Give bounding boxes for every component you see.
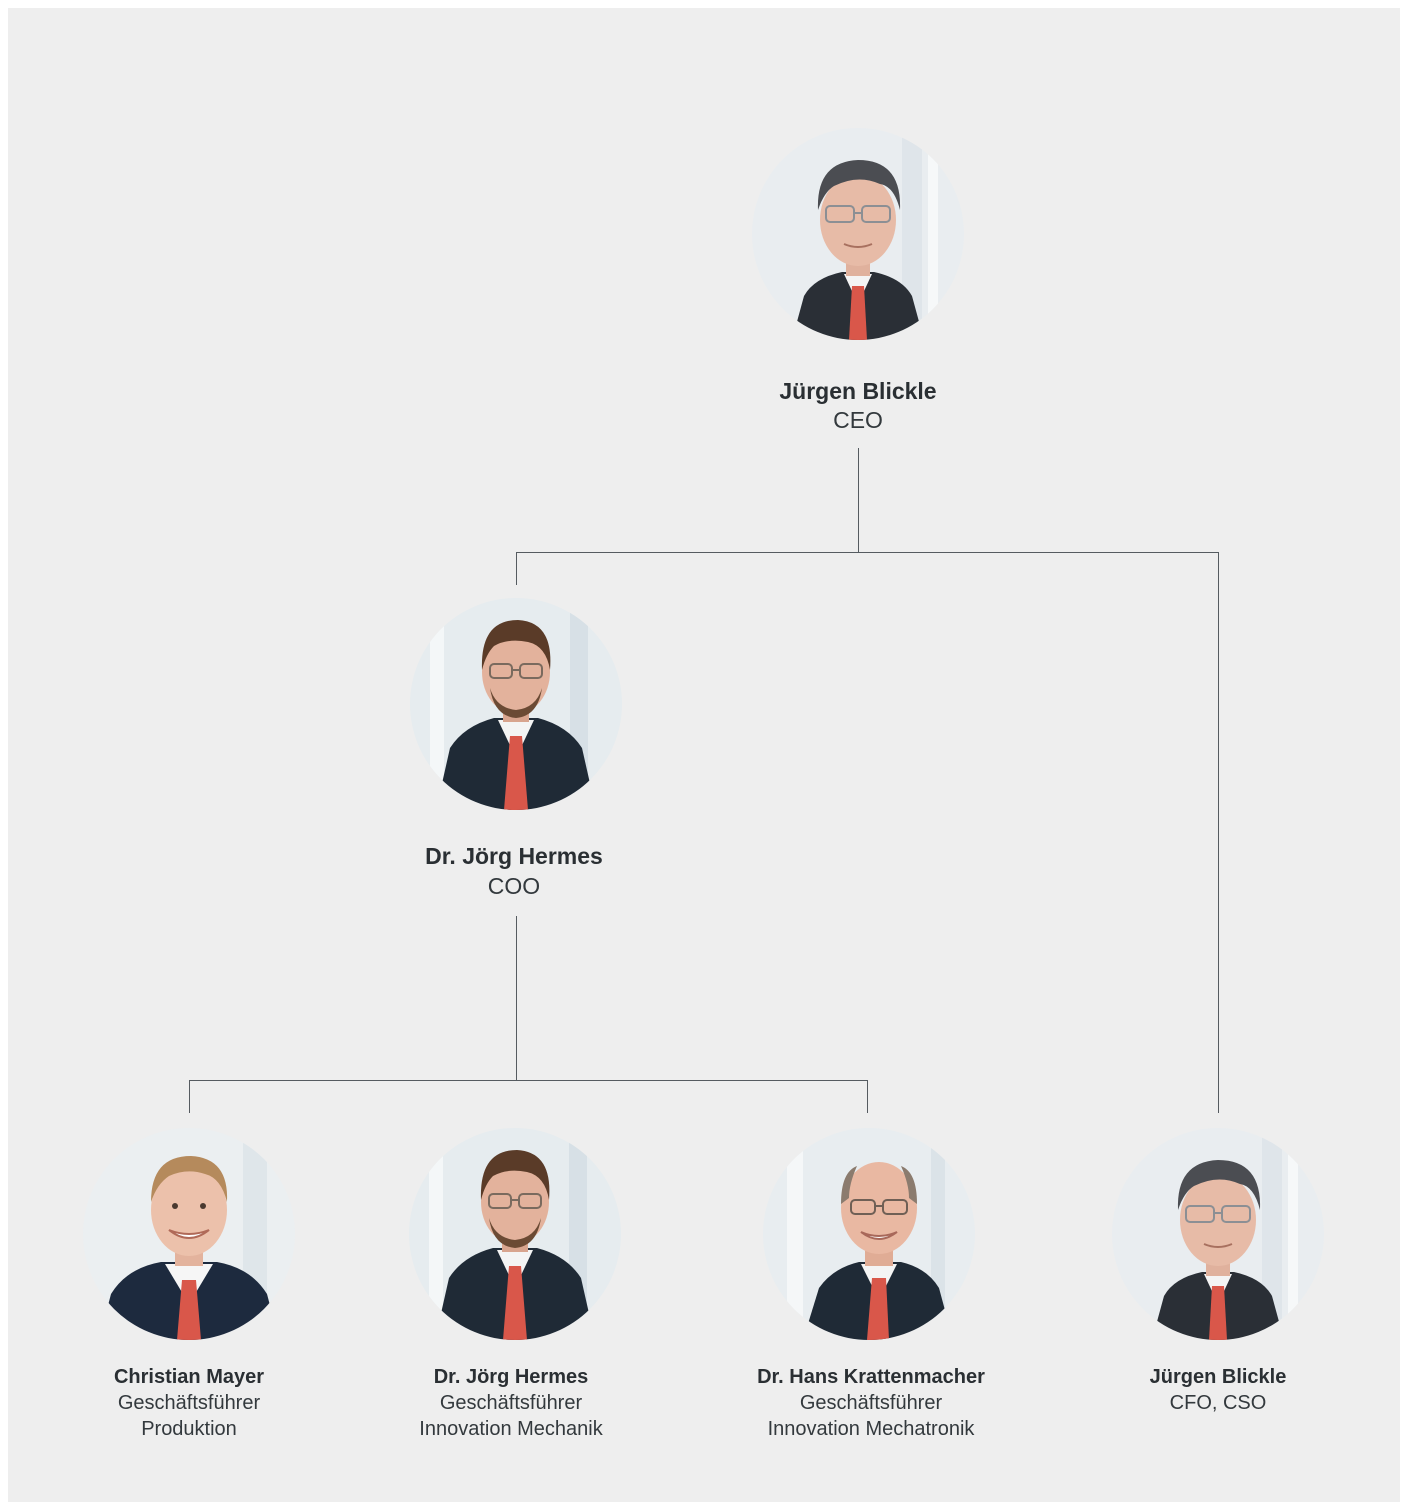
person-role: Geschäftsführer [117, 1392, 261, 1414]
portrait-older-man-glasses-icon [1112, 1128, 1324, 1340]
person-role: Innovation Mechatronik [767, 1418, 975, 1440]
person-name: Dr. Hans Krattenmacher [757, 1366, 985, 1388]
connector-ceo-branch [516, 552, 1219, 553]
person-produktion: Christian Mayer Geschäftsführer Produkti… [39, 1128, 339, 1448]
connector-to-produktion [189, 1080, 190, 1113]
person-mechatronik: Dr. Hans Krattenmacher Geschäftsführer I… [721, 1128, 1021, 1448]
person-ceo: Jürgen Blickle CEO [708, 128, 1008, 433]
org-chart-canvas: Jürgen Blickle CEO Dr. Jörg Hermes CO [8, 8, 1400, 1502]
portrait-bearded-man-glasses-icon [410, 598, 622, 810]
person-role: COO [487, 873, 541, 899]
connector-coo-branch [189, 1080, 868, 1081]
person-name: Jürgen Blickle [779, 378, 937, 404]
person-role: Produktion [141, 1418, 237, 1440]
person-role: Geschäftsführer [799, 1392, 943, 1414]
person-name: Dr. Jörg Hermes [425, 843, 603, 869]
person-cfo: Jürgen Blickle CFO, CSO [1068, 1128, 1368, 1448]
person-mechanik: Dr. Jörg Hermes Geschäftsführer Innovati… [361, 1128, 661, 1448]
connector-coo-down [516, 916, 517, 1080]
portrait-bald-man-glasses-icon [763, 1128, 975, 1340]
person-role: CEO [833, 407, 883, 433]
person-role: Innovation Mechanik [419, 1418, 603, 1440]
portrait-smiling-man-icon [83, 1128, 295, 1340]
person-name: Jürgen Blickle [1149, 1366, 1287, 1388]
person-coo: Dr. Jörg Hermes COO [364, 598, 664, 899]
connector-ceo-down [858, 448, 859, 552]
person-name: Christian Mayer [113, 1366, 265, 1388]
person-name: Dr. Jörg Hermes [433, 1366, 589, 1388]
person-role: CFO, CSO [1169, 1392, 1267, 1414]
connector-to-coo [516, 552, 517, 585]
connector-to-cfo [1218, 552, 1219, 1113]
portrait-older-man-glasses-icon [752, 128, 964, 340]
connector-to-mechatronik [867, 1080, 868, 1113]
person-role: Geschäftsführer [439, 1392, 583, 1414]
portrait-bearded-man-glasses-icon [409, 1128, 621, 1340]
